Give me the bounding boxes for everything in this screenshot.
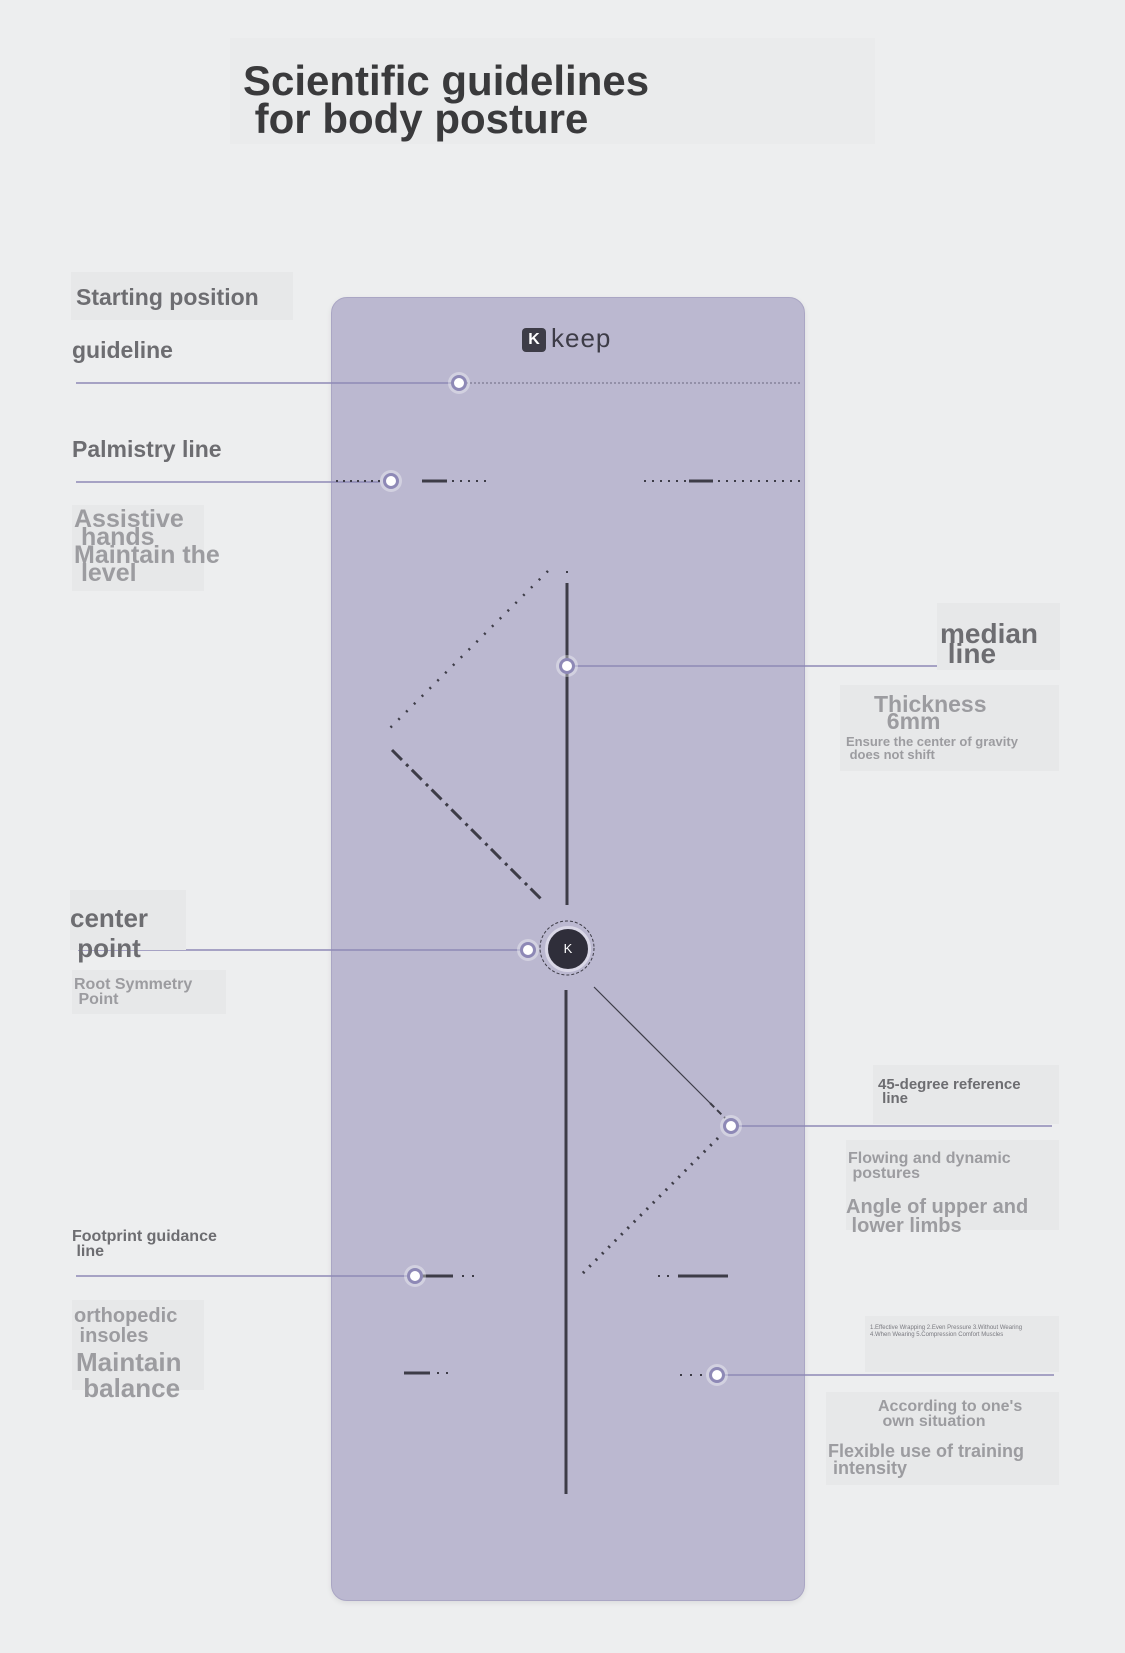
label-bg: [71, 272, 293, 320]
brand-name: keep: [551, 323, 612, 353]
starting-position-label: Starting position: [76, 284, 259, 310]
diagonal-lower-left: [390, 748, 546, 904]
root-symmetry-label: Root Symmetry Point: [74, 976, 193, 1008]
center-logo-icon: K: [545, 926, 591, 972]
median-line-label: median line: [940, 618, 1039, 669]
label-bg: [846, 1140, 1059, 1230]
ref45-dash: [709, 1102, 726, 1119]
footprint-marker: [407, 1268, 423, 1284]
balance-marker: [709, 1367, 725, 1383]
according-label: According to one's own situation: [878, 1398, 1023, 1430]
orthopedic-label: orthopedic insoles: [74, 1305, 178, 1347]
center-point-label: center point: [70, 903, 149, 963]
ref45-label: 45-degree reference line: [878, 1076, 1021, 1107]
center-marker: [520, 942, 536, 958]
flexible-intensity-label: Flexible use of training intensity: [828, 1441, 1025, 1478]
footprint-label: Footprint guidance line: [72, 1228, 217, 1260]
label-bg: [72, 1300, 204, 1390]
assistive-hands-label: Assistive hands Maintain the level: [74, 505, 220, 587]
palmistry-marker: [383, 473, 399, 489]
guideline-label: guideline: [72, 337, 173, 363]
page-title: Scientific guidelines for body posture: [243, 57, 650, 142]
diagonal-upper-left: [389, 570, 549, 729]
label-bg: [937, 603, 1060, 670]
thickness-label: Thickness 6mm: [874, 691, 987, 734]
ensure-gravity-label: Ensure the center of gravity does not sh…: [846, 734, 1018, 762]
ref45-marker: [723, 1118, 739, 1134]
title-panel: [230, 38, 875, 144]
ref45-dotted: [578, 1136, 720, 1278]
ref45-thin-line: [593, 986, 711, 1104]
flowing-postures-label: Flowing and dynamic postures: [848, 1150, 1011, 1182]
maintain-balance-label: Maintain balance: [76, 1347, 182, 1403]
center-ring: [539, 920, 595, 976]
label-bg: [72, 970, 226, 1014]
fine-print-label: 1.Effective Wrapping 2.Even Pressure 3.W…: [870, 1325, 1023, 1338]
median-marker: [559, 658, 575, 674]
angle-limbs-label: Angle of upper and lower limbs: [846, 1196, 1029, 1237]
label-bg: [72, 505, 204, 591]
palmistry-label: Palmistry line: [72, 436, 222, 462]
label-bg: [873, 1065, 1059, 1124]
label-bg: [70, 890, 186, 950]
label-bg: [826, 1392, 1059, 1485]
keep-logo-icon: K: [522, 328, 546, 352]
starting-marker: [451, 375, 467, 391]
label-bg: [865, 1316, 1059, 1372]
label-bg: [840, 685, 1059, 771]
